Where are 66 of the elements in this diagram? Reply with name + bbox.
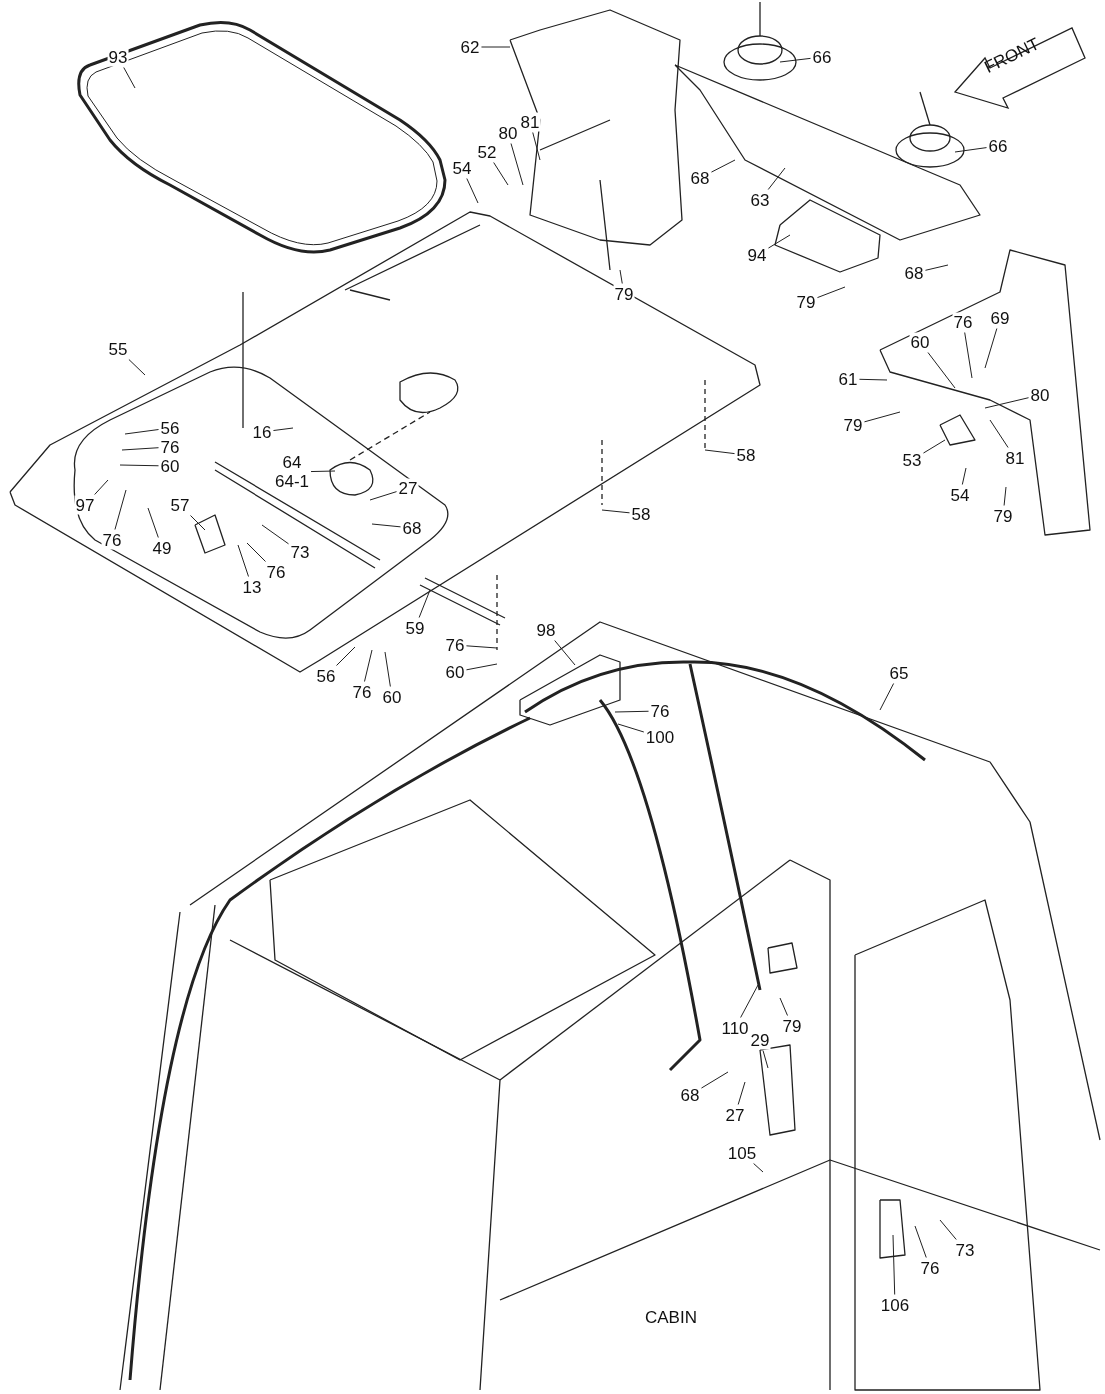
leader-line [858,378,888,381]
leader-line [961,467,967,485]
leader-line [601,509,631,514]
callout-number: 97 [74,495,96,515]
leader-line [121,447,160,451]
leader-line [114,489,127,530]
leader-line [147,507,159,538]
leader-line [614,710,650,713]
leader-line [465,663,498,671]
leader-line [924,264,949,271]
leader-line [310,470,336,473]
leader-line [704,449,736,455]
leader-line [989,419,1009,448]
leader-line [762,1050,769,1069]
leader-line [246,542,266,562]
assembly-label: CABIN [645,1308,697,1328]
leader-line [922,439,946,454]
callout-number: 64 [281,453,303,472]
leader-line [617,723,645,733]
leader-line [984,397,1030,409]
leader-line [767,167,786,190]
leader-line [753,1163,764,1173]
leader-line [272,427,294,431]
leader-line [984,328,998,369]
leader-line [493,162,509,186]
leader-line [465,645,498,649]
leader-line [364,649,373,682]
leader-line [1003,486,1007,506]
leader-line [914,1225,927,1258]
leader-line [336,646,356,666]
leader-line [510,143,524,186]
leader-line [767,234,791,249]
leader-line [939,1219,957,1240]
leader-line [816,286,846,299]
leader-line [123,67,136,89]
leader-line [532,132,541,161]
leader-line [190,515,206,531]
leader-line [927,352,956,389]
leader-line [619,269,623,284]
leader-line [779,997,788,1016]
leader-line [700,1071,729,1089]
callout-number: 93 [107,47,129,67]
leader-line [480,46,511,48]
leader-line [261,524,290,545]
leader-line [863,411,901,423]
leader-line [964,332,973,379]
callout-number: 81 [519,112,541,132]
leader-line [369,491,398,501]
leader-line [740,984,759,1018]
leader-line [371,523,402,528]
leader-line [554,640,576,666]
leader-line [954,147,988,153]
leader-line [237,544,249,577]
leader-line [879,683,895,711]
leader-line [710,159,736,173]
leader-line [466,178,479,204]
leader-line [418,589,431,618]
leader-line [737,1081,746,1105]
leader-line [779,57,812,63]
leader-line [384,651,391,687]
callout-number: 64-1 [275,472,309,491]
leader-line [892,1234,896,1295]
leader-line [124,429,160,435]
leader-line [128,359,146,376]
leader-line [119,464,160,467]
leader-line [94,479,109,495]
